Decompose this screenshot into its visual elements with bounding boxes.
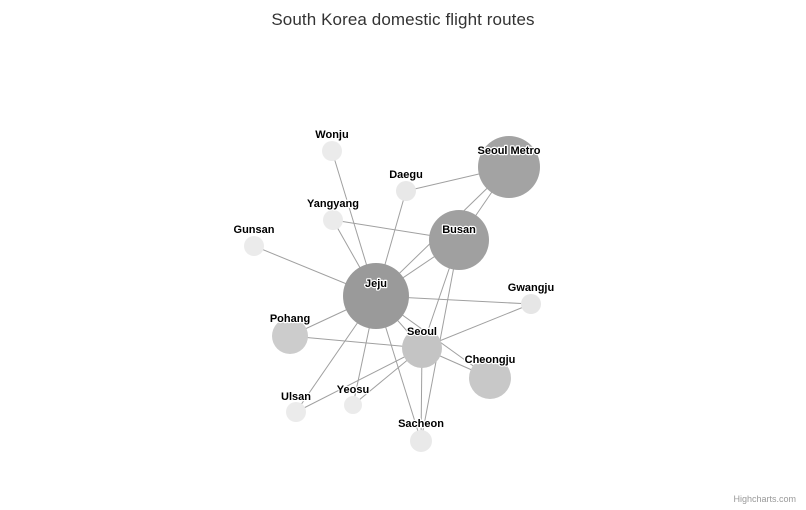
graph-node-label-seoul-metro: Seoul Metro [478,145,541,157]
graph-node-label-pohang: Pohang [270,313,310,325]
graph-node-label-daegu: Daegu [389,169,423,181]
chart-title: South Korea domestic flight routes [271,10,535,29]
graph-node-sacheon[interactable] [410,430,432,452]
graph-node-wonju[interactable] [322,141,342,161]
graph-node-pohang[interactable] [272,318,308,354]
graph-node-gunsan[interactable] [244,236,264,256]
graph-node-cheongju[interactable] [469,357,511,399]
graph-node-label-seoul: Seoul [407,326,437,338]
graph-node-daegu[interactable] [396,181,416,201]
graph-node-seoul-metro[interactable] [478,136,540,198]
graph-node-label-sacheon: Sacheon [398,418,444,430]
graph-node-label-gunsan: Gunsan [234,224,275,236]
graph-link [289,335,423,349]
graph-node-busan[interactable] [429,210,489,270]
graph-node-label-cheongju: Cheongju [465,354,516,366]
credits-label[interactable]: Highcharts.com [733,494,796,504]
graph-node-yangyang[interactable] [323,210,343,230]
graph-node-label-yeosu: Yeosu [337,384,369,396]
graph-node-label-yangyang: Yangyang [307,198,359,210]
graph-node-ulsan[interactable] [286,402,306,422]
graph-node-seoul[interactable] [402,328,442,368]
graph-nodes-layer [244,136,541,452]
graph-node-label-ulsan: Ulsan [281,391,311,403]
graph-node-label-jeju: Jeju [365,278,387,290]
graph-node-gwangju[interactable] [521,294,541,314]
graph-link [295,347,423,413]
graph-node-yeosu[interactable] [344,396,362,414]
graph-node-label-wonju: Wonju [315,129,348,141]
graph-node-jeju[interactable] [343,263,409,329]
graph-node-label-gwangju: Gwangju [508,282,554,294]
graph-node-label-busan: Busan [442,224,476,236]
